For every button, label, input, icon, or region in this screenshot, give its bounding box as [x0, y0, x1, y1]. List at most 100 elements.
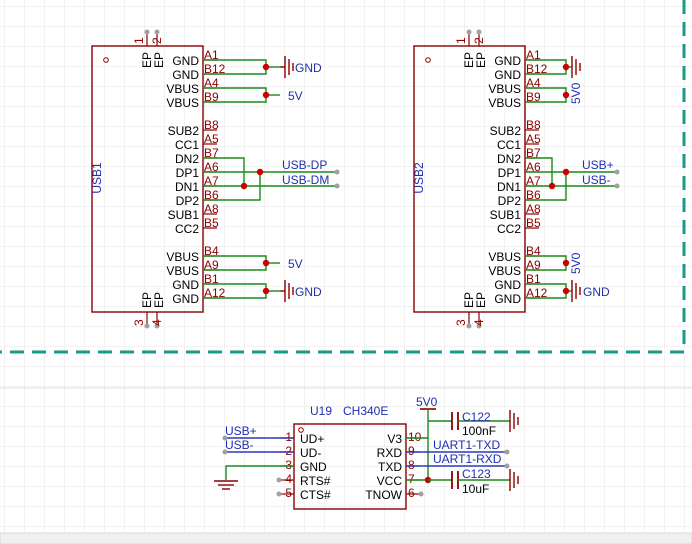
usb1-net-gnd-top: GND — [295, 61, 322, 75]
u19-right-pin-number: 9 — [408, 444, 415, 458]
u19-nc-pin-end — [418, 491, 424, 497]
usb1-pin-1-end — [144, 29, 150, 35]
bottom-scrollbar[interactable] — [0, 532, 692, 544]
u19-right-pin-name: TXD — [378, 460, 402, 474]
usb1-pin-3-end — [144, 323, 150, 329]
usb1-pin-name: VBUS — [166, 82, 199, 96]
usb1-pin-number: B1 — [204, 272, 219, 286]
u19-right-pin-number: 8 — [408, 458, 415, 472]
usb2-pin-number: B8 — [526, 118, 541, 132]
usb1-pin-name: SUB1 — [168, 208, 200, 222]
u19-net-uart1-txd: UART1-TXD — [433, 438, 500, 452]
usb2-top-pin-num-2: 2 — [472, 37, 486, 44]
usb2-pin-name: SUB1 — [490, 208, 522, 222]
usb2-pin-number: A5 — [526, 132, 541, 146]
usb1-pin-name: VBUS — [166, 264, 199, 278]
c123-capacitor[interactable]: C123 10uF — [451, 467, 510, 496]
usb1-pin-number: A1 — [204, 48, 219, 62]
usb2-gnd-top-icon — [571, 56, 581, 78]
usb1-pin-name: CC1 — [175, 138, 199, 152]
usb1-pin-name: SUB2 — [168, 124, 200, 138]
usb1-pin-number: A4 — [204, 76, 219, 90]
usb2-pin-number: A8 — [526, 202, 541, 216]
usb1-pin-number: A7 — [204, 174, 219, 188]
usb1-pin-number: B7 — [204, 146, 219, 160]
usb1-pin-number: A9 — [204, 258, 219, 272]
usb2-bottom-pin-num-4: 4 — [472, 319, 486, 326]
usb2-ref: USB2 — [412, 162, 426, 194]
usb1-bottom-pin-num-3: 3 — [132, 319, 146, 326]
usb1-pin-number: B12 — [204, 62, 226, 76]
u19-left-pin-number: 5 — [285, 486, 292, 500]
usb1-net-dm: USB-DM — [282, 173, 329, 187]
u19-left-pin-number: 4 — [285, 472, 292, 486]
usb2-pin-2-end — [476, 29, 482, 35]
usb1-pin-name: DN1 — [175, 180, 199, 194]
u19-right-pin-name: V3 — [387, 432, 402, 446]
usb1-wiring — [203, 59, 340, 299]
usb2-pin-name: GND — [494, 54, 521, 68]
usb1-pin-name: CC2 — [175, 222, 199, 236]
usb2-pin-name: DN1 — [497, 180, 521, 194]
c123-value: 10uF — [462, 482, 489, 496]
usb2-pin-number: B7 — [526, 146, 541, 160]
usb2-pin-name: GND — [494, 292, 521, 306]
usb2-wiring — [525, 59, 620, 299]
usb1-bottom-pin-name-4: EP — [152, 292, 166, 308]
usb2-pin-number: B9 — [526, 90, 541, 104]
u19-nc-pin-end — [276, 477, 282, 483]
u19-net-usb-plus: USB+ — [225, 424, 257, 438]
usb1-pin-number: A8 — [204, 202, 219, 216]
usb1-pin-number: A6 — [204, 160, 219, 174]
usb2-net-5v0-bottom: 5V0 — [569, 252, 583, 274]
u19-pin1-marker — [298, 427, 304, 433]
usb1-pin-name: VBUS — [166, 250, 199, 264]
usb1-gnd-bottom-icon — [280, 280, 294, 302]
usb2-pin-number: A4 — [526, 76, 541, 90]
u19-net-5v0: 5V0 — [416, 395, 438, 409]
usb2-top-pin-num-1: 1 — [454, 37, 468, 44]
usb2-pin-number: A9 — [526, 258, 541, 272]
usb2-pin-number: B1 — [526, 272, 541, 286]
usb2-pin-number: B12 — [526, 62, 548, 76]
usb1-ref: USB1 — [90, 162, 104, 194]
u19-nc-pin-end — [276, 491, 282, 497]
u19-right-pin-number: 7 — [408, 472, 415, 486]
u19-left-pin-name: CTS# — [300, 488, 331, 502]
usb2-pin-4-end — [476, 323, 482, 329]
c122-gnd-icon — [509, 410, 519, 432]
usb2-pin-number: B6 — [526, 188, 541, 202]
usb1-pin-name: DP2 — [176, 194, 200, 208]
u19-part: CH340E — [343, 404, 388, 418]
usb1-top-pin-name-1: EP — [140, 52, 154, 68]
usb2-gnd-bottom-icon — [571, 280, 581, 302]
usb2-pin-1-end — [466, 29, 472, 35]
c122-capacitor[interactable]: C122 100nF — [451, 410, 510, 438]
usb1-pin-name: DN2 — [175, 152, 199, 166]
usb2-bottom-pin-num-3: 3 — [454, 319, 468, 326]
c122-value: 100nF — [462, 424, 496, 438]
usb1-net-5v-top: 5V — [288, 89, 303, 103]
usb2-pin-number: A7 — [526, 174, 541, 188]
usb2-pin-number: B4 — [526, 244, 541, 258]
usb1-pin-number: B6 — [204, 188, 219, 202]
usb1-bottom-pin-num-4: 4 — [150, 319, 164, 326]
u19-net-uart1-rxd: UART1-RXD — [433, 452, 502, 466]
usb2-net-usb-minus: USB- — [582, 173, 611, 187]
u19-right-pin-number: 10 — [408, 430, 422, 444]
usb2-pin-name: VBUS — [488, 96, 521, 110]
u19-left-pin-number: 2 — [285, 444, 292, 458]
u19-left-pin-name: UD+ — [300, 432, 324, 446]
usb1-pin1-marker — [103, 57, 109, 63]
usb1-top-pin-num-2: 2 — [150, 37, 164, 44]
usb2-pin-number: A12 — [526, 286, 548, 300]
usb2-pin-name: CC2 — [497, 222, 521, 236]
usb2-pin-name: VBUS — [488, 250, 521, 264]
u19-right-pin-number: 6 — [408, 486, 415, 500]
u19-left-pin-number: 1 — [285, 430, 292, 444]
